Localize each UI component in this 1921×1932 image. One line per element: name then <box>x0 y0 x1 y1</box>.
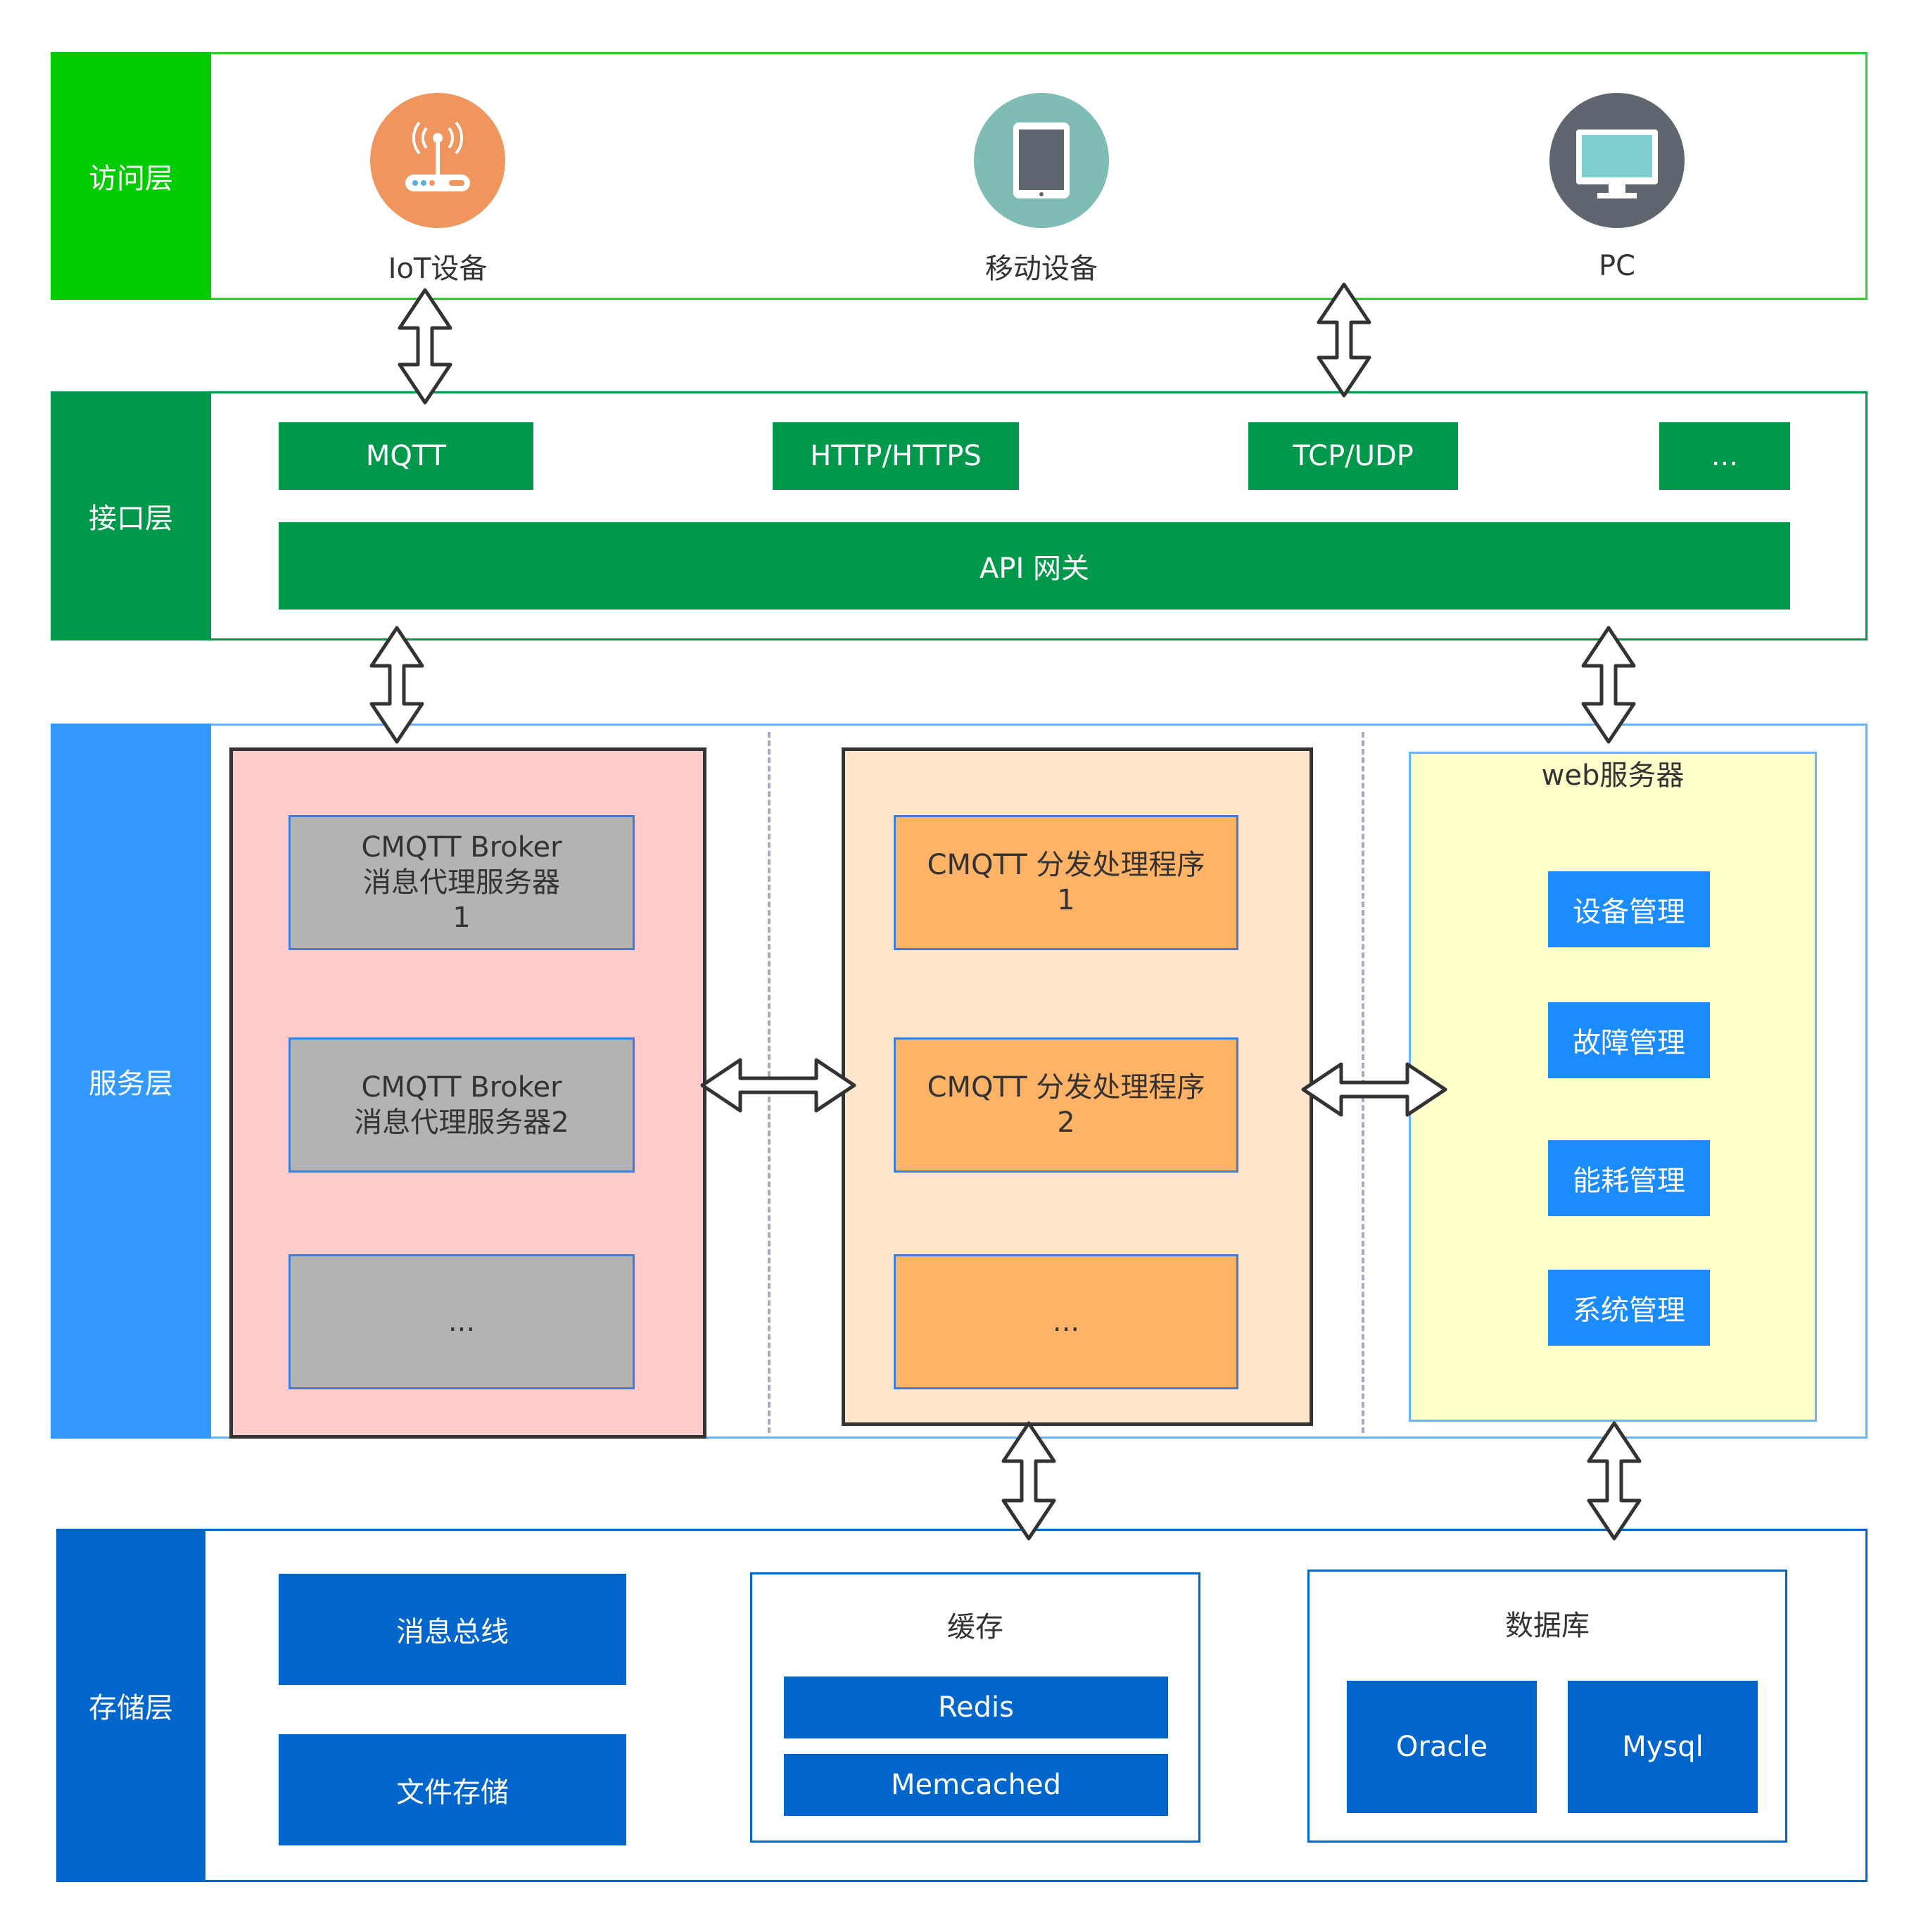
interface-layer-label: 接口层 <box>51 391 211 640</box>
arrow-gateway-to-broker <box>369 626 424 744</box>
arrow-web-to-database <box>1587 1421 1642 1541</box>
arrow-gateway-to-web <box>1581 626 1636 744</box>
arrow-broker-to-dispatcher <box>700 1058 856 1113</box>
dispatcher-node-2: CMQTT 分发处理程序 2 <box>894 1037 1238 1173</box>
module-system-management: 系统管理 <box>1548 1270 1710 1346</box>
api-gateway: API 网关 <box>279 522 1790 610</box>
dispatcher-node-1: CMQTT 分发处理程序 1 <box>894 815 1238 950</box>
broker-node-2: CMQTT Broker 消息代理服务器2 <box>289 1037 635 1173</box>
web-server-title: web服务器 <box>1541 759 1685 792</box>
broker-node-more: ... <box>289 1254 635 1389</box>
module-fault-management: 故障管理 <box>1548 1002 1710 1078</box>
broker-node-1: CMQTT Broker 消息代理服务器 1 <box>289 815 635 950</box>
protocol-http: HTTP/HTTPS <box>773 422 1019 490</box>
arrow-dispatcher-to-web <box>1301 1062 1447 1117</box>
tablet-icon <box>974 93 1109 228</box>
database-title: 数据库 <box>1505 1610 1590 1642</box>
storage-layer-label: 存储层 <box>56 1529 205 1882</box>
access-layer-label: 访问层 <box>51 52 211 300</box>
cache-group <box>750 1572 1200 1843</box>
router-icon <box>370 93 505 228</box>
arrow-iot-to-mqtt <box>398 288 452 405</box>
protocol-more: ... <box>1659 422 1790 490</box>
pc-label: PC <box>1598 250 1636 282</box>
protocol-mqtt: MQTT <box>279 422 533 490</box>
arrow-dispatcher-to-cache <box>1001 1421 1056 1541</box>
module-device-management: 设备管理 <box>1548 871 1710 947</box>
service-layer-label: 服务层 <box>51 724 211 1439</box>
iot-device-label: IoT设备 <box>388 253 488 285</box>
database-oracle: Oracle <box>1347 1681 1537 1813</box>
cache-redis: Redis <box>784 1677 1168 1738</box>
cache-memcached: Memcached <box>784 1754 1168 1816</box>
cache-title: 缓存 <box>947 1611 1003 1643</box>
database-group <box>1307 1570 1787 1843</box>
monitor-icon <box>1549 93 1685 228</box>
mobile-device-label: 移动设备 <box>985 253 1098 285</box>
message-bus: 消息总线 <box>279 1574 626 1685</box>
module-energy-management: 能耗管理 <box>1548 1140 1710 1216</box>
dispatcher-node-more: ... <box>894 1254 1238 1389</box>
arrow-access-to-interface <box>1317 282 1371 398</box>
database-mysql: Mysql <box>1568 1681 1758 1813</box>
protocol-tcp-udp: TCP/UDP <box>1248 422 1458 490</box>
file-storage: 文件存储 <box>279 1734 626 1845</box>
